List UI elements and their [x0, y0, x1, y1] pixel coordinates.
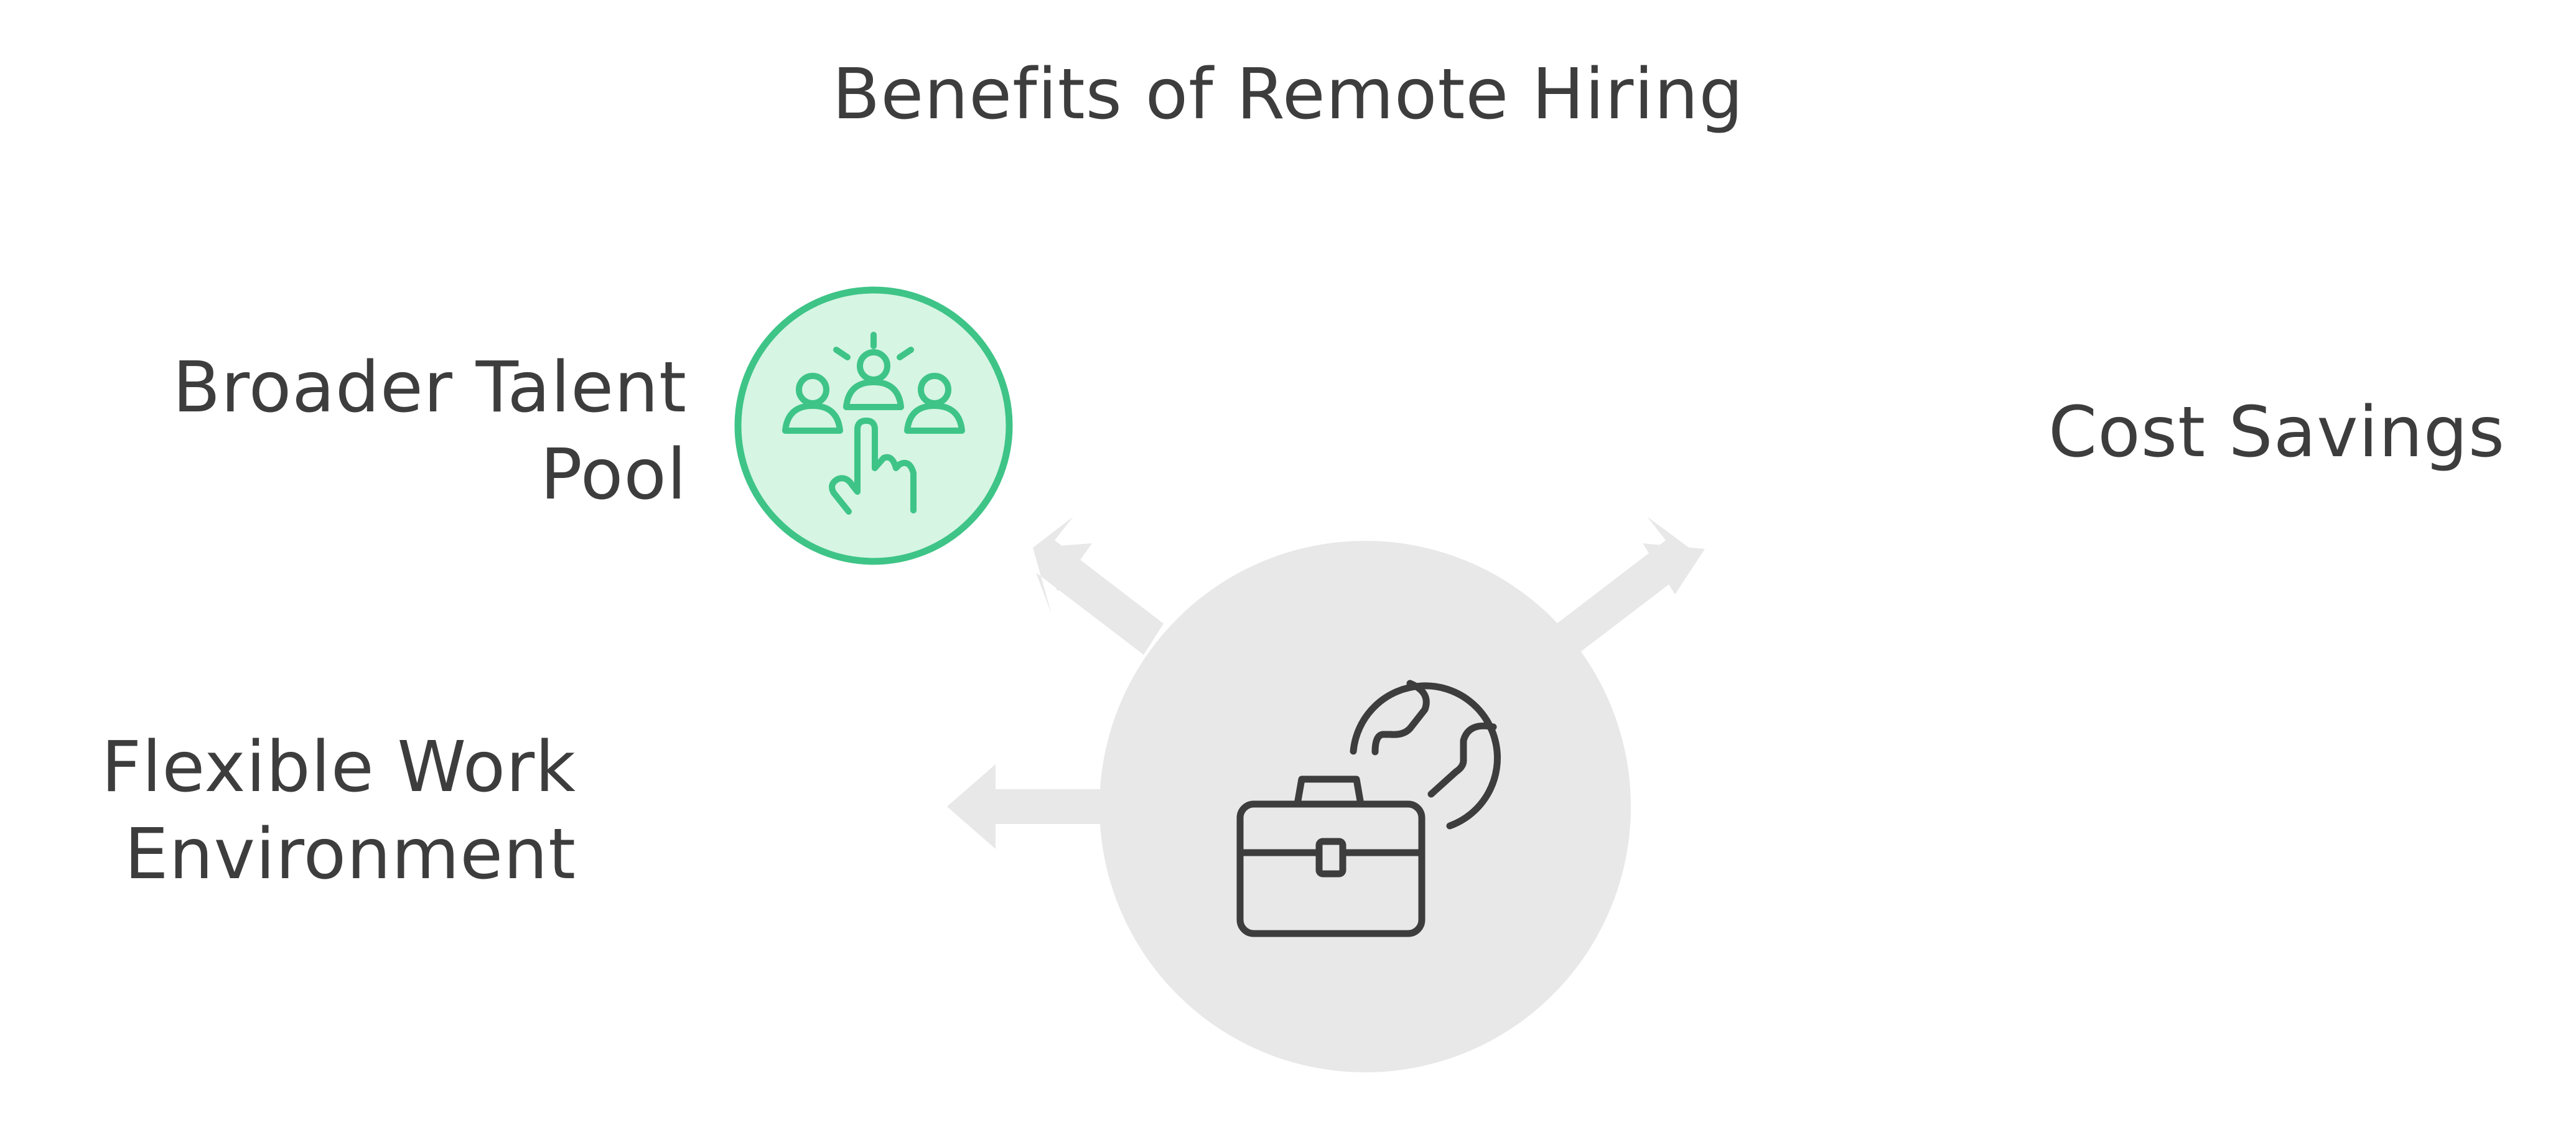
diagram-title: Benefits of Remote Hiring	[832, 54, 1744, 135]
arrow-to-cost	[1557, 517, 1705, 655]
talent-selection-icon	[782, 332, 965, 515]
cost-savings-label: Cost Savings	[2048, 389, 2505, 476]
talent-pool-label-line2: Pool	[540, 434, 687, 515]
flexible-work-label: Flexible Work Environment	[101, 724, 576, 898]
flexible-work-label-line1: Flexible Work	[101, 727, 576, 808]
briefcase-globe-icon	[1236, 680, 1501, 937]
cost-savings-label-line1: Cost Savings	[2048, 392, 2506, 473]
talent-pool-label: Broader Talent Pool	[172, 344, 687, 518]
talent-pool-label-line1: Broader Talent	[172, 347, 687, 428]
flexible-work-label-line2: Environment	[124, 814, 576, 895]
arrow-to-talent	[1033, 517, 1164, 655]
arrow-to-flexible	[947, 764, 1126, 849]
